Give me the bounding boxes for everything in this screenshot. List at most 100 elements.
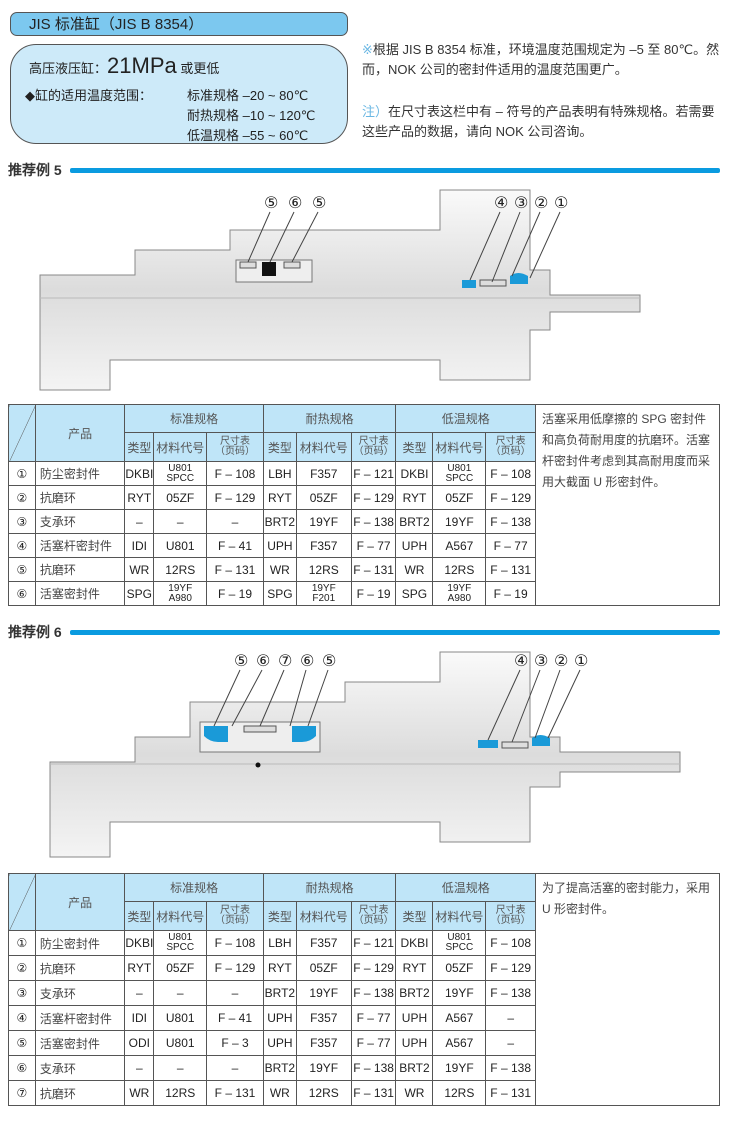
callout: ② xyxy=(554,653,568,670)
row-number: ⑥ xyxy=(8,581,36,606)
material-header: 材料代号 xyxy=(432,901,487,931)
product-name: 防尘密封件 xyxy=(34,461,126,486)
spec-cell: RYT xyxy=(395,485,434,510)
cell-line: U801 xyxy=(168,932,193,943)
spec-cell: BRT2 xyxy=(395,509,434,534)
page-title: JIS 标准缸（JIS B 8354） xyxy=(10,12,348,36)
spec-cell: F357 xyxy=(295,930,352,956)
temp-label: ◆缸的适用温度范围： xyxy=(25,88,152,103)
spec-cell: F – 131 xyxy=(485,1080,537,1106)
callout: ② xyxy=(534,195,548,212)
spec-cell: ODI xyxy=(124,1030,155,1056)
spec-cell: BRT2 xyxy=(395,1055,434,1081)
product-name: 防尘密封件 xyxy=(34,930,126,956)
size-header-line2: （页码） xyxy=(353,446,394,457)
remark-cell: 活塞采用低摩擦的 SPG 密封件和高负荷耐用度的抗磨环。活塞杆密封件考虑到其高耐… xyxy=(535,404,720,606)
cell-line: SPCC xyxy=(445,942,474,953)
section-title: 推荐例 6 xyxy=(8,624,62,640)
material-header: 材料代号 xyxy=(295,901,352,931)
spec-cell: F – 129 xyxy=(350,955,397,981)
spec-cell: IDI xyxy=(124,533,155,558)
spec-cell: LBH xyxy=(262,461,297,486)
spec-cell: – xyxy=(485,1005,537,1031)
size-header-line1: 尺寸表 xyxy=(495,436,526,447)
spec-cell: F – 138 xyxy=(350,980,397,1006)
spec-cell: F – 131 xyxy=(206,1080,264,1106)
size-header: 尺寸表（页码） xyxy=(350,432,397,462)
section-title: 推荐例 5 xyxy=(8,162,62,178)
remark-cell: 为了提高活塞的密封能力，采用 U 形密封件。 xyxy=(535,873,720,1106)
row-number: ④ xyxy=(8,1005,36,1031)
spec-cell: 12RS xyxy=(432,557,487,582)
spec-cell: F – 77 xyxy=(350,533,397,558)
spec-cell: 19YF xyxy=(432,1055,487,1081)
size-header-line2: （页码） xyxy=(490,915,531,926)
callout: ⑥ xyxy=(288,195,302,212)
spec-cell: F – 108 xyxy=(206,461,264,486)
spec-cell: UPH xyxy=(262,1005,297,1031)
spec-cell: F – 19 xyxy=(206,581,264,606)
spec-cell: – xyxy=(124,1055,155,1081)
note-1: ※根据 JIS B 8354 标准，环境温度范围规定为 –5 至 80℃。然而，… xyxy=(362,40,722,80)
note-text: 根据 JIS B 8354 标准，环境温度范围规定为 –5 至 80℃。然而，N… xyxy=(362,42,720,77)
product-name: 活塞密封件 xyxy=(34,1030,126,1056)
size-header-line1: 尺寸表 xyxy=(358,436,389,447)
callouts-6: ⑤ ⑥ ⑦ ⑥ ⑤ ④ ③ ② ① xyxy=(234,653,588,670)
product-name: 抗磨环 xyxy=(34,485,126,510)
spec-cell: F357 xyxy=(295,533,352,558)
callout: ① xyxy=(554,195,568,212)
spec-cell: F – 129 xyxy=(350,485,397,510)
row-number: ① xyxy=(8,461,36,486)
note-mark: ※ xyxy=(362,42,373,57)
size-header-line2: （页码） xyxy=(215,446,256,457)
spec-cell: – xyxy=(124,509,155,534)
spec-cell: F – 138 xyxy=(350,1055,397,1081)
corner-cell xyxy=(8,404,36,462)
row-number: ② xyxy=(8,485,36,510)
spec-cell: SPG xyxy=(262,581,297,606)
spec-cell: 05ZF xyxy=(295,485,352,510)
callout: ⑤ xyxy=(264,195,278,212)
spec-cell: BRT2 xyxy=(395,980,434,1006)
spec-cell: F – 19 xyxy=(350,581,397,606)
spec-cell: 12RS xyxy=(295,557,352,582)
spec-cell: F – 121 xyxy=(350,930,397,956)
type-header: 类型 xyxy=(262,432,297,462)
group-header: 耐热规格 xyxy=(262,404,397,433)
callout: ⑤ xyxy=(312,195,326,212)
spec-cell: F357 xyxy=(295,461,352,486)
size-header-line2: （页码） xyxy=(215,915,256,926)
product-name: 活塞密封件 xyxy=(34,581,126,606)
callout: ⑥ xyxy=(300,653,314,670)
cell-line: U801 xyxy=(168,462,193,474)
spec-cell: 05ZF xyxy=(153,485,208,510)
cell-line: 19YF xyxy=(168,582,193,594)
size-header: 尺寸表（页码） xyxy=(206,432,264,462)
pressure-suffix: 或更低 xyxy=(180,61,220,76)
callout: ④ xyxy=(514,653,528,670)
size-header-line1: 尺寸表 xyxy=(358,905,389,916)
type-header: 类型 xyxy=(262,901,297,931)
product-name: 抗磨环 xyxy=(34,557,126,582)
product-name: 活塞杆密封件 xyxy=(34,1005,126,1031)
note-2: 注）在尺寸表这栏中有 – 符号的产品表明有特殊规格。若需要这些产品的数据，请向 … xyxy=(362,102,722,142)
material-header: 材料代号 xyxy=(153,432,208,462)
spec-cell: F – 131 xyxy=(350,1080,397,1106)
group-header: 低温规格 xyxy=(395,404,537,433)
spec-cell: 05ZF xyxy=(295,955,352,981)
spec-cell: RYT xyxy=(124,485,155,510)
spec-cell: A567 xyxy=(432,1005,487,1031)
product-name: 支承环 xyxy=(34,980,126,1006)
cell-line: A980 xyxy=(168,592,192,604)
row-number: ② xyxy=(8,955,36,981)
product-name: 支承环 xyxy=(34,509,126,534)
spec-cell: U801 xyxy=(153,533,208,558)
spec-cell: SPG xyxy=(124,581,155,606)
size-header: 尺寸表（页码） xyxy=(485,901,537,931)
